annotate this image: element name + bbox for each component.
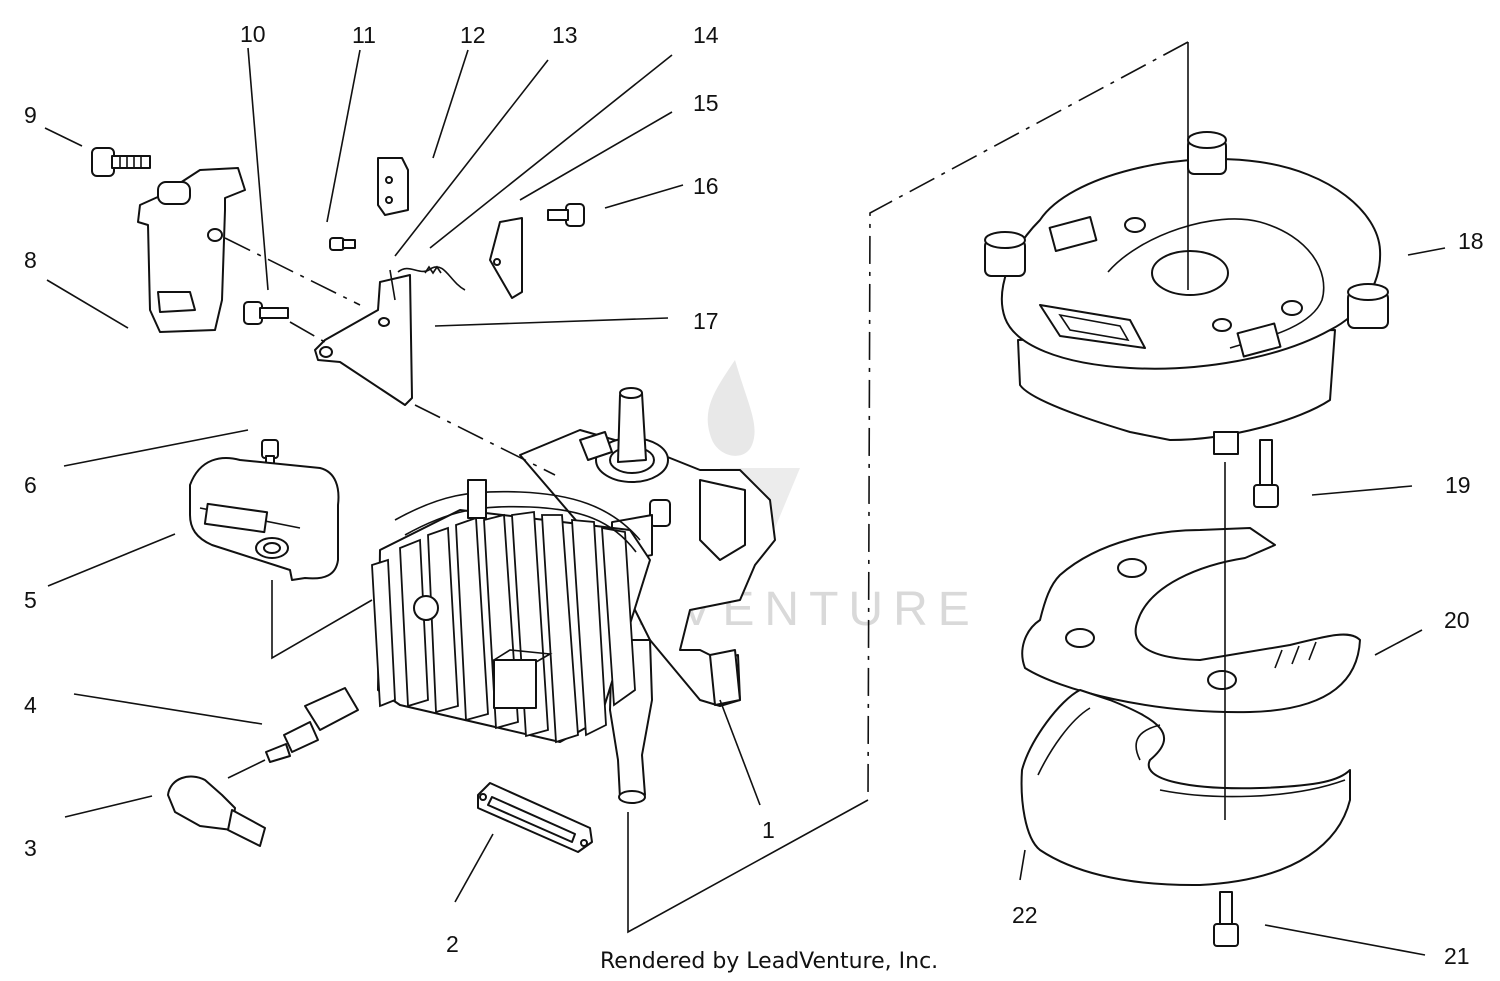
callout-2: 2 [446, 931, 459, 957]
part-21-bolt [1213, 891, 1239, 947]
part-20-plate [1021, 527, 1361, 714]
callout-18: 18 [1458, 228, 1484, 254]
callout-4: 4 [24, 692, 37, 718]
callout-10: 10 [240, 21, 266, 47]
part-10-screw [243, 301, 289, 325]
callout-8: 8 [24, 247, 37, 273]
callout-20: 20 [1444, 607, 1470, 633]
callout-numbers: 1 2 3 4 5 6 8 9 10 11 12 13 14 15 16 17 … [24, 21, 1484, 969]
part-11-screw [329, 237, 356, 251]
part-15-plate [489, 217, 523, 299]
part-2-gasket [477, 782, 593, 853]
part-22-guard [1020, 689, 1351, 887]
part-19-bolt [1253, 439, 1279, 508]
right-axis-line [1187, 42, 1226, 820]
part-3-plug-boot [167, 775, 266, 847]
part-13-14-spring [389, 265, 466, 301]
part-12-clip [377, 157, 409, 216]
part-5-muffler [189, 457, 373, 660]
callout-3: 3 [24, 835, 37, 861]
callout-9: 9 [24, 102, 37, 128]
callout-1: 1 [762, 817, 775, 843]
left-assembly-lines [224, 237, 869, 934]
part-4-spark-plug [265, 687, 359, 763]
callout-15: 15 [693, 90, 719, 116]
callout-5: 5 [24, 587, 37, 613]
render-credit: Rendered by LeadVenture, Inc. [600, 949, 938, 974]
callout-6: 6 [24, 472, 37, 498]
part-8-bracket [137, 167, 246, 333]
part-16-screw [547, 203, 585, 227]
part-17-bracket-plate [314, 274, 413, 406]
callout-14: 14 [693, 22, 719, 48]
callout-13: 13 [552, 22, 578, 48]
callout-19: 19 [1445, 472, 1471, 498]
exploded-view-boundary [867, 41, 1189, 801]
callout-17: 17 [693, 308, 719, 334]
part-1-engine-block [371, 387, 776, 804]
callout-12: 12 [460, 22, 486, 48]
callout-22: 22 [1012, 902, 1038, 928]
callout-21: 21 [1444, 943, 1470, 969]
part-18-blower-housing [984, 131, 1389, 455]
callout-11: 11 [352, 22, 376, 48]
part-9-screw [91, 147, 151, 177]
callout-16: 16 [693, 173, 719, 199]
leader-lines [44, 47, 1446, 956]
